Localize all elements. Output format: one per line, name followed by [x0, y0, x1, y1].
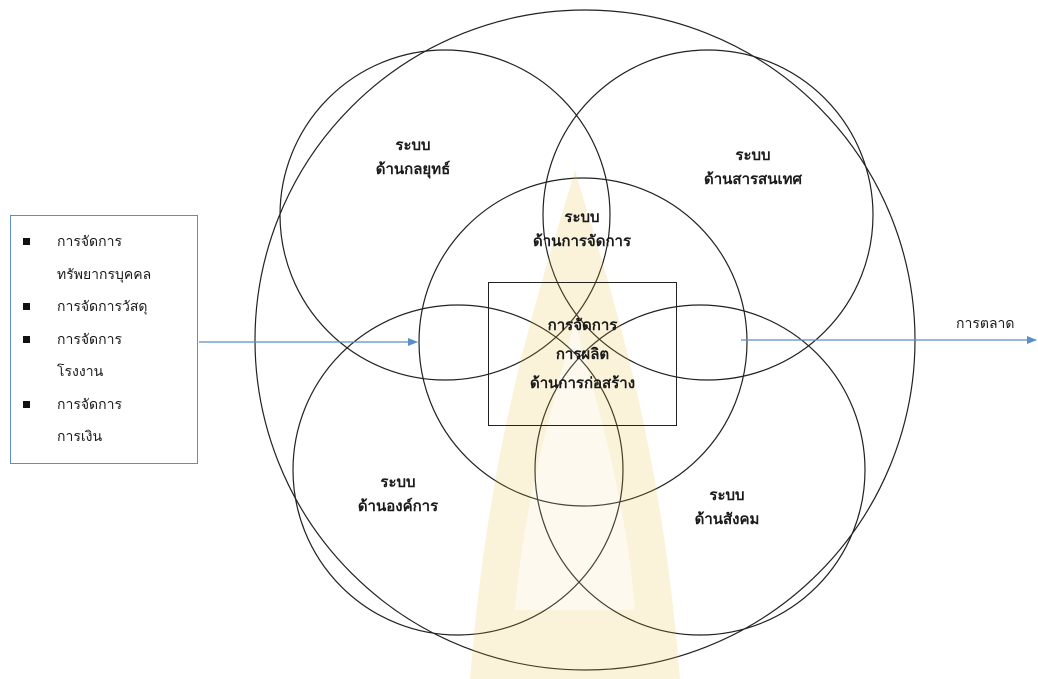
center-box: การจัดการ การผลิต ด้านการก่อสร้าง [488, 282, 677, 426]
information-circle [542, 49, 874, 381]
input-list-box: การจัดการ ทรัพยากรบุคคล การจัดการวัสดุ ก… [10, 215, 198, 464]
center-box-line2: การผลิต [555, 344, 610, 363]
center-box-line3: ด้านการก่อสร้าง [529, 373, 636, 392]
management-circle [418, 177, 748, 507]
input-item: การจัดการ ทรัพยากรบุคคล [23, 226, 197, 291]
input-item-line: การจัดการวัสดุ [57, 299, 148, 315]
input-item-line: การจัดการ [57, 396, 123, 413]
output-label: การตลาด [956, 316, 1015, 332]
management-label-line1: ระบบ [564, 208, 600, 226]
information-label: ระบบ ด้านสารสนเทศ [683, 143, 823, 191]
organization-label-line1: ระบบ [380, 473, 416, 491]
input-item: การจัดการ การเงิน [23, 389, 197, 454]
input-item-line: การจัดการ [57, 331, 123, 348]
management-label: ระบบ ด้านการจัดการ [512, 205, 652, 253]
social-label-line1: ระบบ [709, 486, 745, 504]
bullet-icon [23, 400, 30, 408]
input-item: การจัดการวัสดุ [23, 291, 197, 324]
social-circle [534, 304, 866, 636]
input-item: การจัดการ โรงงาน [23, 324, 197, 389]
bullet-icon [23, 238, 30, 245]
input-item-line: ทรัพยากรบุคคล [57, 266, 152, 283]
information-label-line1: ระบบ [735, 146, 771, 164]
bullet-icon [23, 303, 30, 310]
social-label: ระบบ ด้านสังคม [672, 483, 782, 531]
strategy-label: ระบบ ด้านกลยุทธ์ [358, 133, 468, 181]
strategy-label-line1: ระบบ [395, 136, 431, 154]
organization-circle [292, 304, 624, 636]
input-item-line: การจัดการ [57, 234, 123, 250]
information-label-line2: ด้านสารสนเทศ [704, 170, 802, 188]
center-box-line1: การจัดการ [547, 315, 618, 334]
social-label-line2: ด้านสังคม [694, 510, 760, 528]
input-item-line: โรงงาน [57, 364, 104, 380]
input-item-line: การเงิน [57, 429, 103, 445]
strategy-label-line2: ด้านกลยุทธ์ [375, 160, 451, 178]
input-list: การจัดการ ทรัพยากรบุคคล การจัดการวัสดุ ก… [23, 226, 197, 454]
organization-label: ระบบ ด้านองค์การ [338, 470, 458, 518]
strategy-circle [279, 49, 611, 381]
bullet-icon [23, 335, 30, 343]
management-label-line2: ด้านการจัดการ [532, 232, 632, 250]
organization-label-line2: ด้านองค์การ [357, 497, 439, 515]
